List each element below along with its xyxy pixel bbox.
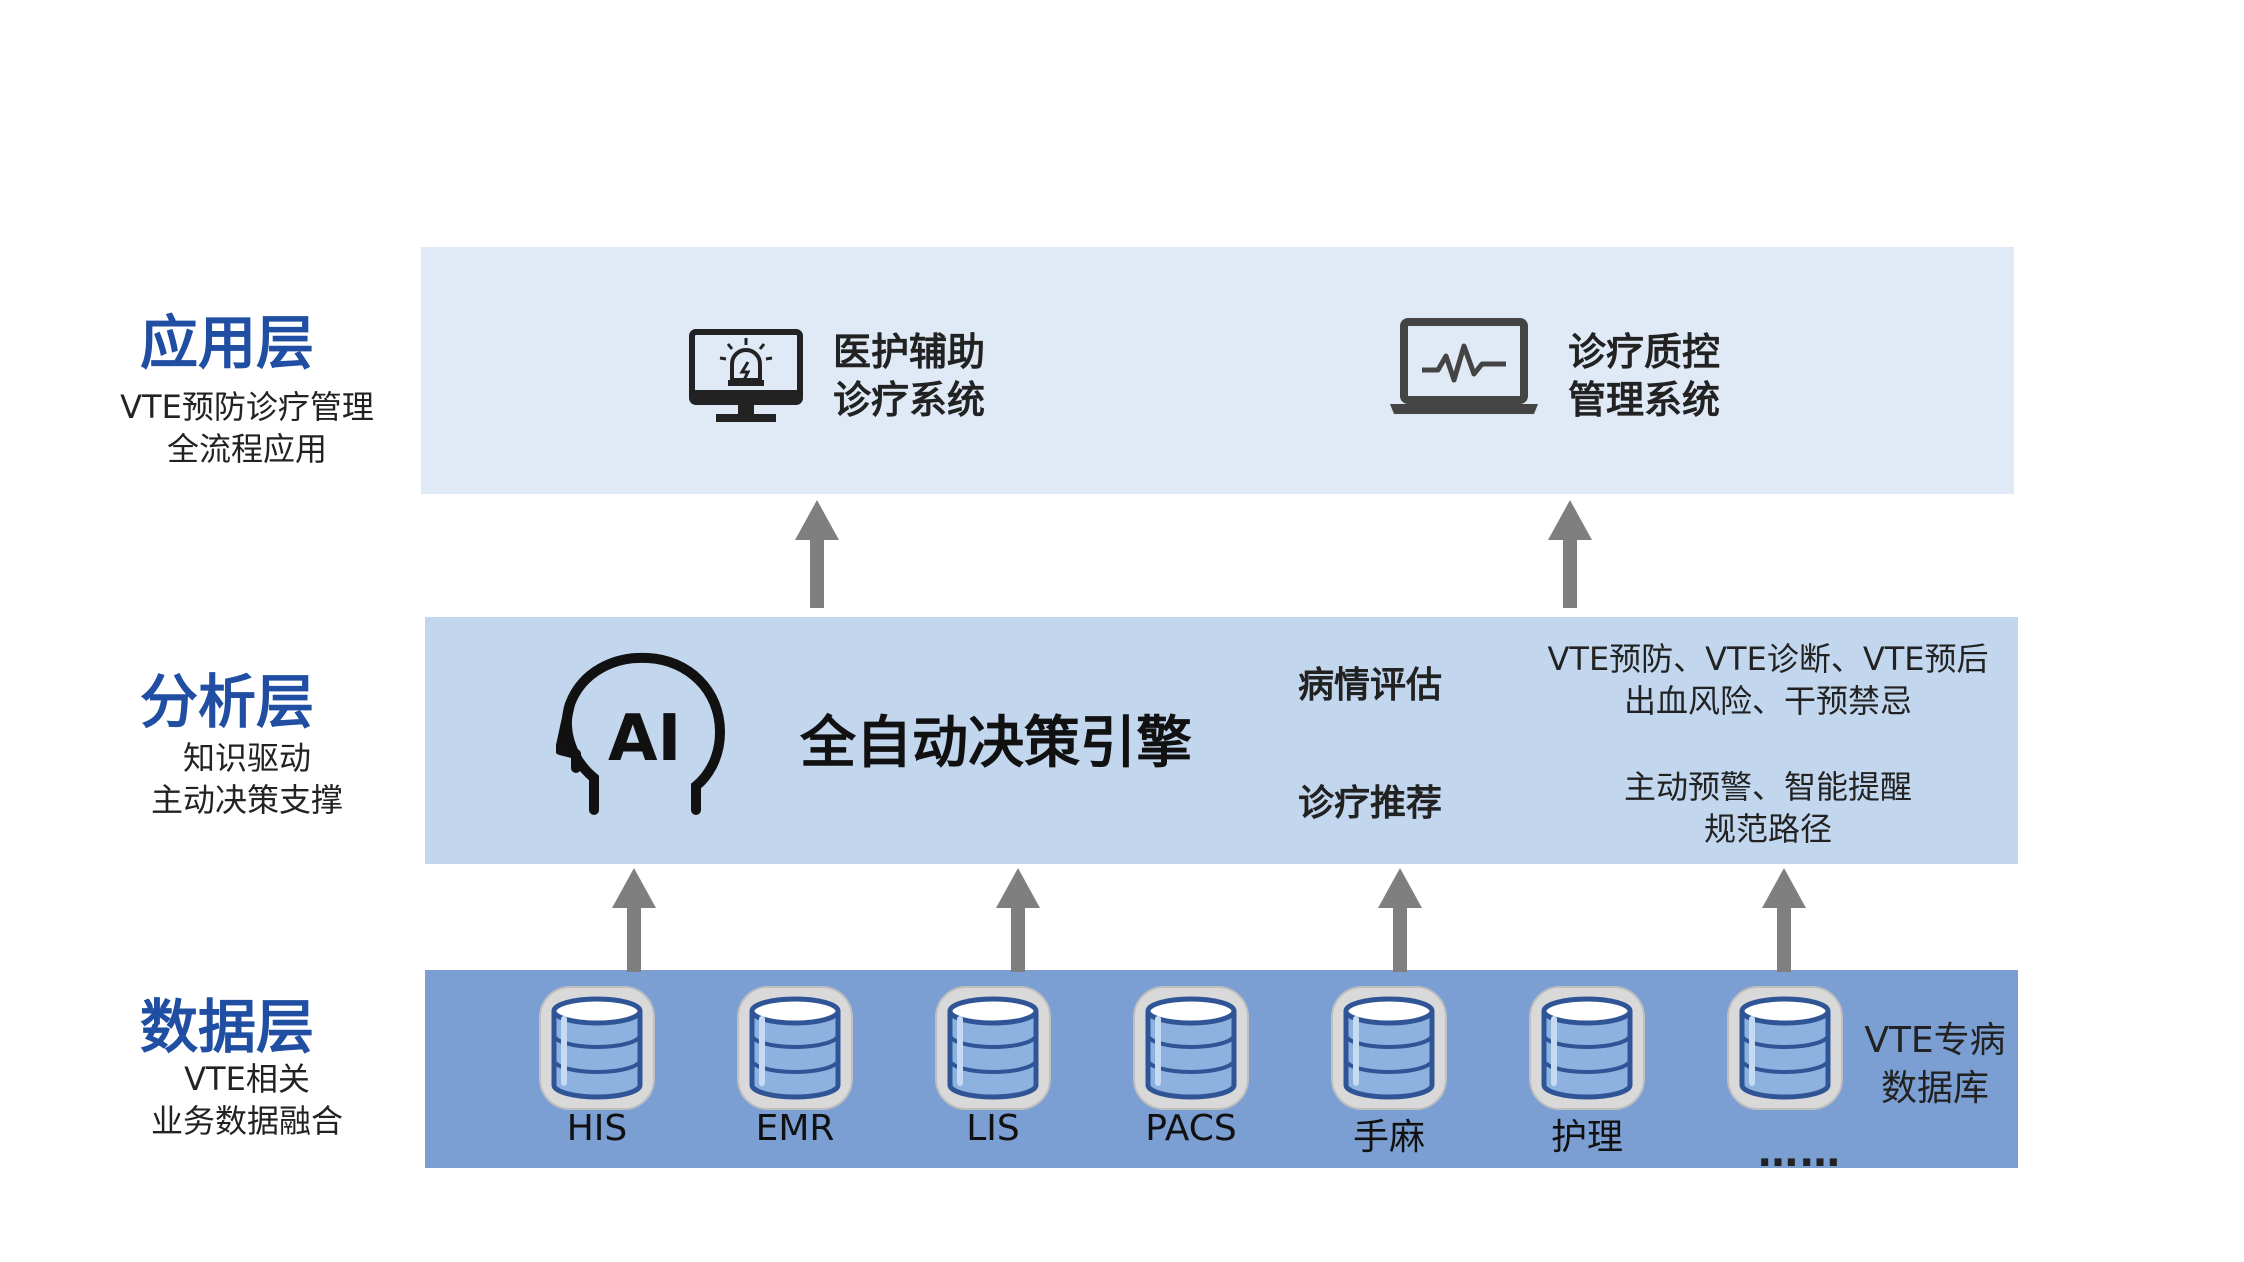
data-source-label: 手麻	[1352, 1117, 1425, 1158]
data-layer-subtitle: VTE相关 业务数据融合	[82, 1058, 412, 1142]
laptop-chart-icon	[1390, 318, 1538, 414]
arrow-up-icon	[612, 868, 656, 972]
app-item-quality-control: 诊疗质控 管理系统	[1568, 328, 1720, 424]
database-icon	[736, 985, 854, 1111]
vte-database-label-line1: VTE专病	[1864, 1020, 2006, 1061]
data-layer-title: 数据层	[139, 993, 314, 1061]
database-icon	[538, 985, 656, 1111]
desc-condition-assessment-line1: VTE预防、VTE诊断、VTE预后	[1547, 640, 1989, 678]
desc-condition-assessment-line2: 出血风险、干预禁忌	[1623, 682, 1912, 720]
analysis-layer-sub-line2: 主动决策支撑	[150, 781, 343, 819]
tag-treatment-recommendation: 诊疗推荐	[1298, 783, 1443, 824]
vte-database-label-line2: 数据库	[1880, 1068, 1989, 1109]
data-source-label: HIS	[566, 1108, 628, 1149]
analysis-layer-band	[425, 617, 2018, 864]
analysis-layer-title: 分析层	[139, 668, 314, 736]
more-ellipsis: ……	[1758, 1130, 1842, 1176]
database-icon	[934, 985, 1052, 1111]
arrow-up-icon	[1762, 868, 1806, 972]
vte-database-label: VTE专病 数据库	[1850, 1017, 2020, 1113]
alarm-monitor-icon	[689, 329, 803, 422]
data-source-label: LIS	[966, 1108, 1020, 1149]
data-source-label: 护理	[1550, 1117, 1623, 1158]
app-layer-sub-line2: 全流程应用	[166, 430, 327, 468]
desc-treatment-recommendation-line1: 主动预警、智能提醒	[1623, 768, 1912, 806]
app-item-quality-control-line2: 管理系统	[1568, 378, 1721, 422]
app-item-clinical-assist: 医护辅助 诊疗系统	[833, 328, 985, 424]
data-layer-sub-line1: VTE相关	[184, 1060, 310, 1098]
database-icon	[1528, 985, 1646, 1111]
arrow-up-icon	[996, 868, 1040, 972]
ai-text: AI	[608, 702, 681, 776]
analysis-layer-sub-line1: 知识驱动	[182, 739, 311, 777]
arrow-up-icon	[1548, 500, 1592, 608]
desc-condition-assessment: VTE预防、VTE诊断、VTE预后 出血风险、干预禁忌	[1508, 638, 2028, 722]
desc-treatment-recommendation-line2: 规范路径	[1703, 810, 1832, 848]
arrow-up-icon	[1378, 868, 1422, 972]
app-layer-title: 应用层	[139, 309, 314, 377]
arrow-up-icon	[795, 500, 839, 608]
tag-condition-assessment: 病情评估	[1298, 665, 1443, 706]
desc-treatment-recommendation: 主动预警、智能提醒 规范路径	[1508, 766, 2028, 850]
data-source-label: EMR	[755, 1108, 835, 1149]
database-icon	[1726, 985, 1844, 1111]
database-icon	[1330, 985, 1448, 1111]
app-item-clinical-assist-line1: 医护辅助	[833, 330, 986, 374]
data-source-label: PACS	[1145, 1108, 1237, 1149]
app-layer-sub-line1: VTE预防诊疗管理	[120, 388, 374, 426]
decision-engine-title: 全自动决策引擎	[800, 711, 1192, 776]
analysis-layer-subtitle: 知识驱动 主动决策支撑	[82, 737, 412, 821]
application-layer-band	[421, 247, 2014, 494]
app-item-clinical-assist-line2: 诊疗系统	[833, 378, 986, 422]
app-item-quality-control-line1: 诊疗质控	[1568, 330, 1721, 374]
database-icon	[1132, 985, 1250, 1111]
data-layer-sub-line2: 业务数据融合	[150, 1102, 343, 1140]
app-layer-subtitle: VTE预防诊疗管理 全流程应用	[82, 386, 412, 470]
ai-head-icon: AI	[556, 652, 726, 815]
